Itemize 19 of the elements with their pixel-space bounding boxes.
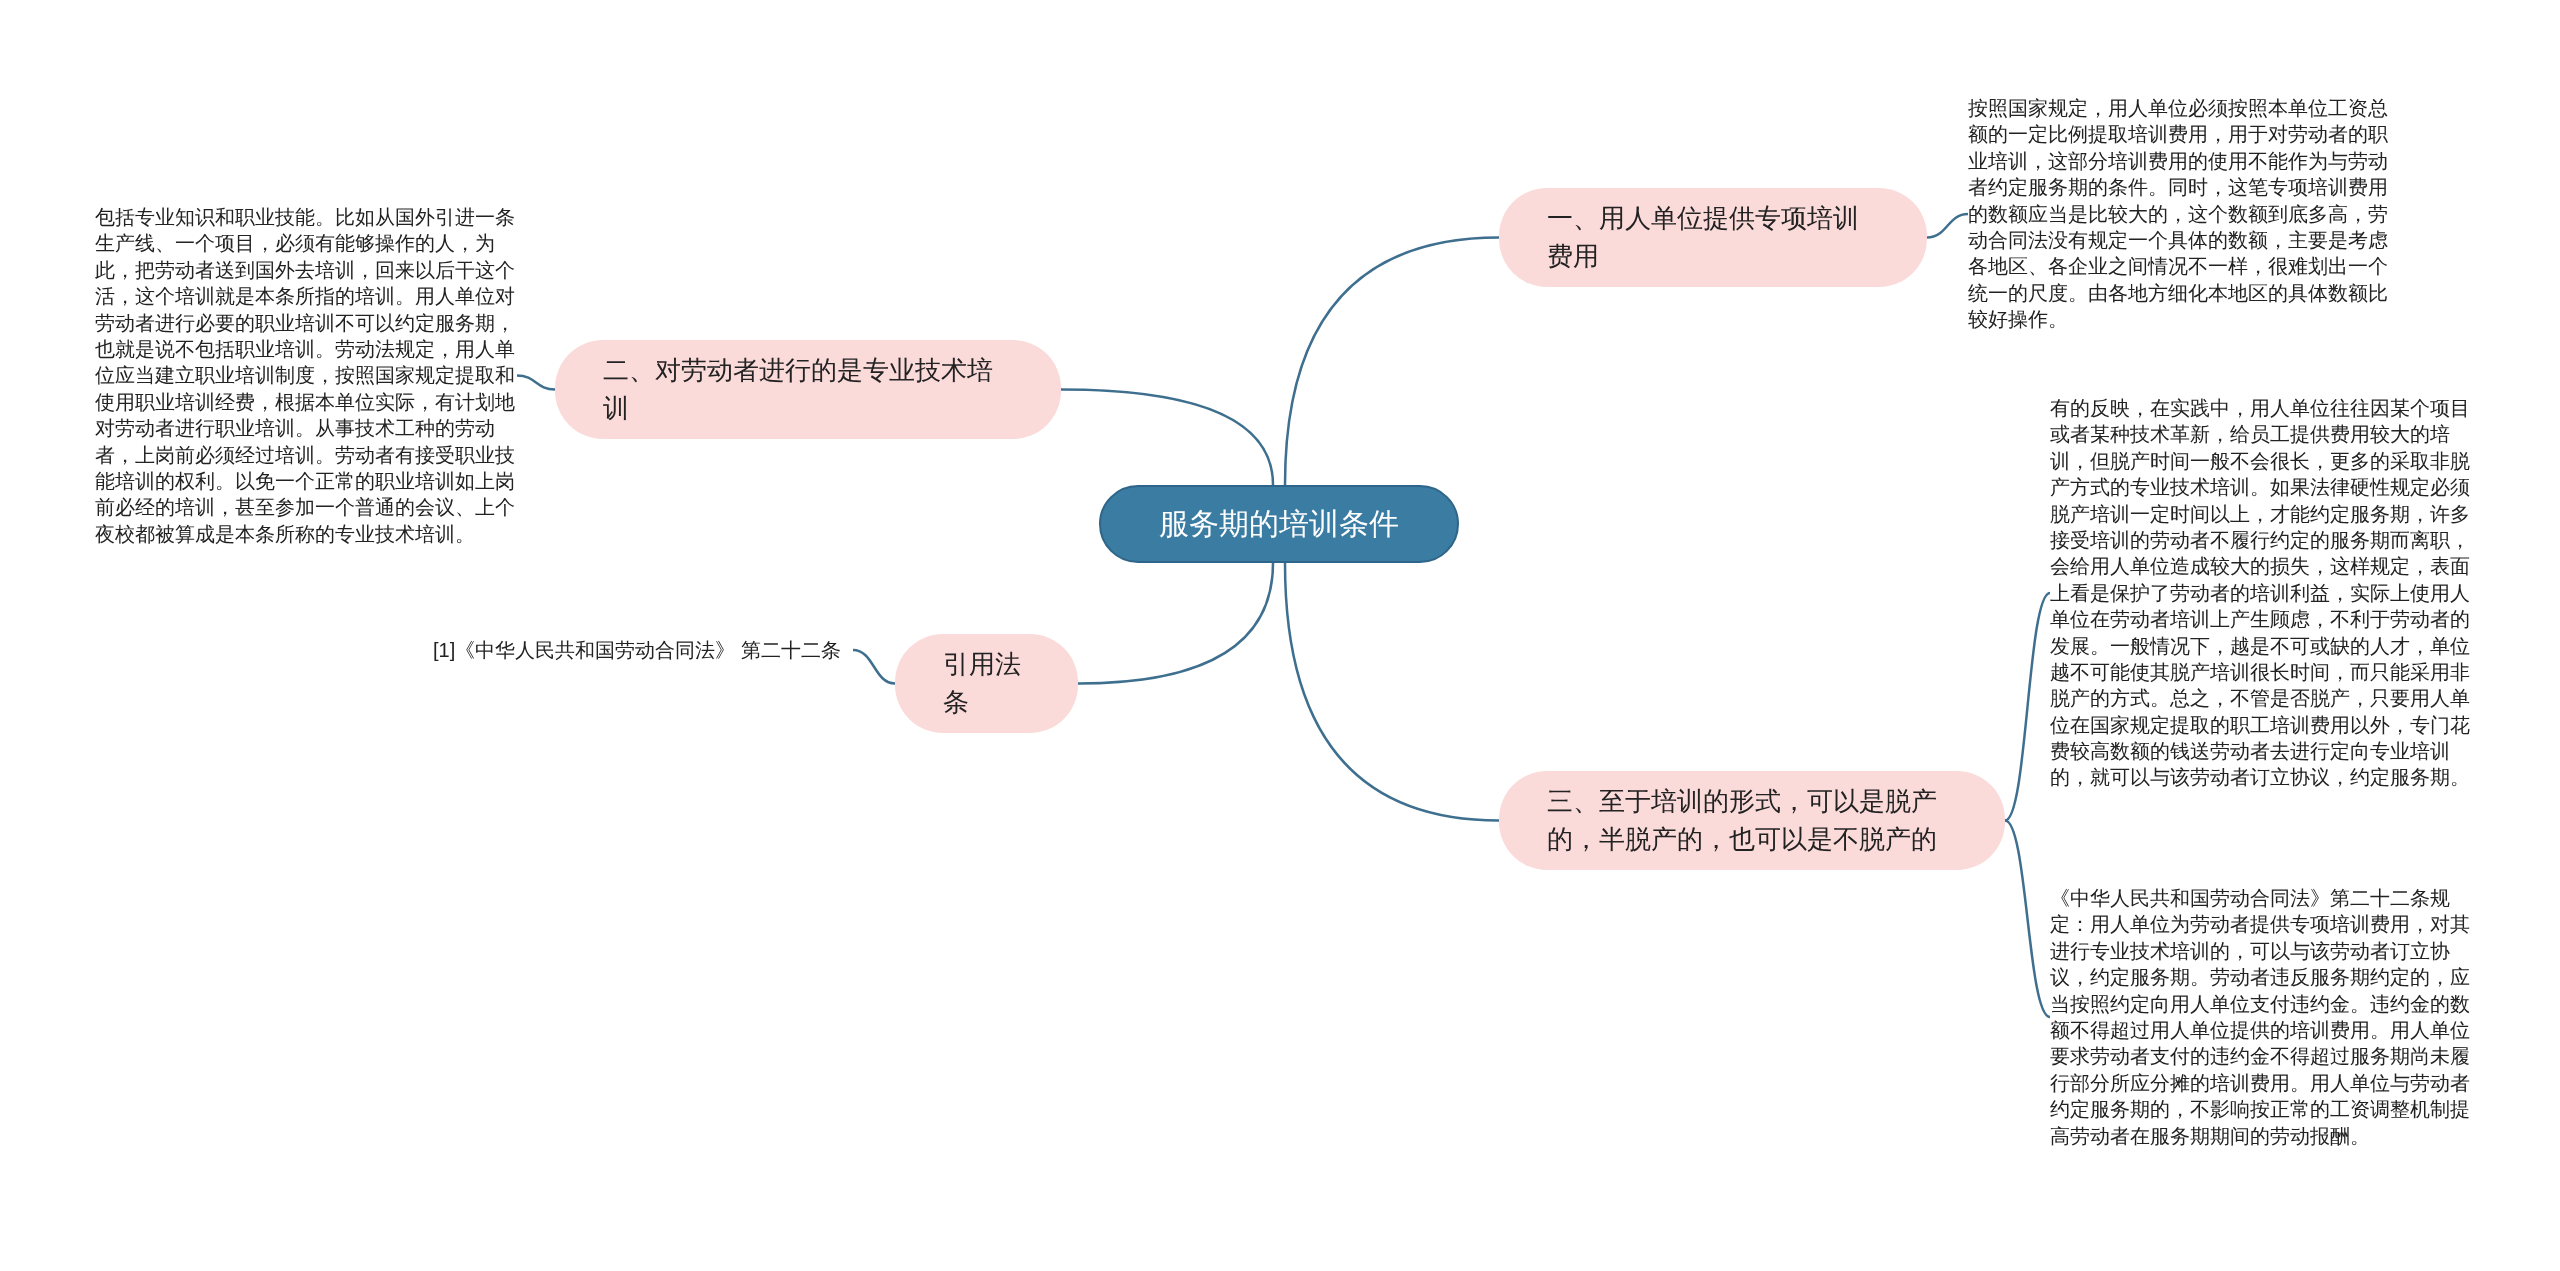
connector-line — [1060, 388, 1275, 486]
note-text: 有的反映，在实践中，用人单位往往因某个项目或者某种技术革新，给员工提供费用较大的培训，但脱产时间一般不会很长，更多的采取非脱产方式的专业技术培训。如果法律硬性规定必须脱产培训一定时间以上，才能约定服务期，许多接受培训的劳动者不履行约定的服务期而离职，会给用人单位造成较大的损失，这样规定，表面上看是保护了劳动者的培训利益，实际上使用人单位在劳动者培训上产生顾虑，不利于劳动者的发展。一般情况下，越是不可或缺的人才，单位越不可能使其脱产培训很长时间，而只能采用非脱产的方式。总之，不管是否脱产，只要用人单位在国家规定提取的职工培训费用以外，专门花费较高数额的钱送劳动者去进行定向专业培训的，就可以与该劳动者订立协议，约定服务期。 — [2050, 395, 2472, 791]
central-topic: 服务期的培训条件 — [1099, 485, 1459, 563]
note-text: [1]《中华人民共和国劳动合同法》 第二十二条 — [433, 637, 853, 664]
connector-line — [2004, 819, 2051, 1018]
topic-pill: 引用法条 — [895, 634, 1078, 734]
connector-line — [852, 648, 896, 685]
connector-line — [2004, 592, 2051, 822]
topic-pill: 二、对劳动者进行的是专业技术培训 — [555, 340, 1061, 440]
note-text: 《中华人民共和国劳动合同法》第二十二条规定：用人单位为劳动者提供专项培训费用，对其进行专业技术培训的，可以与该劳动者订立协议，约定服务期。劳动者违反服务期约定的，应当按照约定向用人单位支付违约金。违约金的数额不得超过用人单位提供的培训费用。用人单位要求劳动者支付的违约金不得超过服务期尚未履行部分所应分摊的培训费用。用人单位与劳动者约定服务期的，不影响按正常的工资调整机制提高劳动者在服务期期间的劳动报酬。 — [2050, 885, 2472, 1149]
connector-line — [1077, 562, 1275, 685]
topic-pill: 一、用人单位提供专项培训费用 — [1499, 188, 1927, 288]
topic-pill: 三、至于培训的形式，可以是脱产的，半脱产的，也可以是不脱产的 — [1499, 771, 2005, 871]
connector-line — [1283, 236, 1500, 486]
connector-line — [1283, 562, 1500, 822]
note-text: 按照国家规定，用人单位必须按照本单位工资总额的一定比例提取培训费用，用于对劳动者的职业培训，这部分培训费用的使用不能作为与劳动者约定服务期的条件。同时，这笔专项培训费用的数额应当是比较大的，这个数额到底多高，劳动合同法没有规定一个具体的数额，主要是考虑各地区、各企业之间情况不一样，很难划出一个统一的尺度。由各地方细化本地区的具体数额比较好操作。 — [1968, 95, 2393, 333]
note-text: 包括专业知识和职业技能。比如从国外引进一条生产线、一个项目，必须有能够操作的人，为此，把劳动者送到国外去培训，回来以后干这个活，这个培训就是本条所指的培训。用人单位对劳动者进行必要的职业培训不可以约定服务期，也就是说不包括职业培训。劳动法规定，用人单位应当建立职业培训制度，按照国家规定提取和使用职业培训经费，根据本单位实际，有计划地对劳动者进行职业培训。从事技术工种的劳动者，上岗前必须经过培训。劳动者有接受职业技能培训的权利。以免一个正常的职业培训如上岗前必经的培训，甚至参加一个普通的会议、上个夜校都被算成是本条所称的专业技术培训。 — [95, 204, 517, 548]
connector-line — [1926, 212, 1969, 239]
connector-line — [516, 374, 556, 391]
